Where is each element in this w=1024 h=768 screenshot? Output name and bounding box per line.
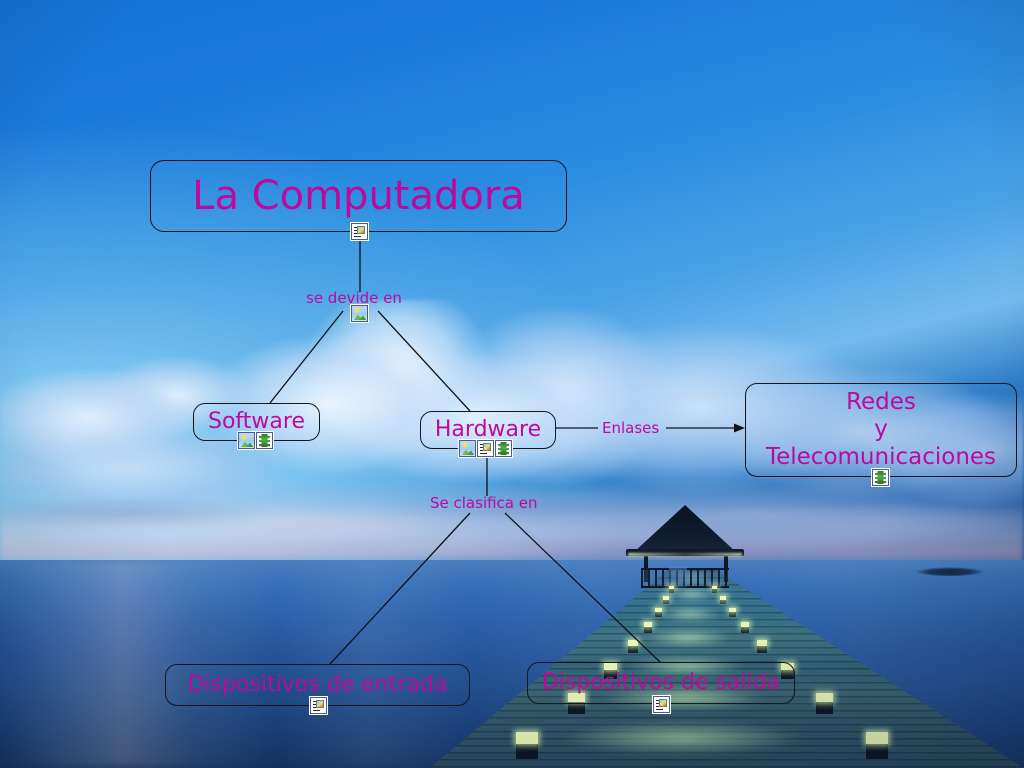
photo-icon[interactable] xyxy=(351,305,368,322)
resource-icons-la-computadora[interactable] xyxy=(351,223,368,240)
resource-icons-entrada[interactable] xyxy=(310,697,327,714)
film-icon[interactable] xyxy=(495,440,512,457)
node-redes-y-telecomunicaciones[interactable]: Redes y Telecomunicaciones xyxy=(745,383,1017,477)
film-icon[interactable] xyxy=(256,432,273,449)
background-gazebo-post-right xyxy=(724,552,728,582)
background-pier-entry xyxy=(669,566,687,588)
doc-icon[interactable] xyxy=(653,696,670,713)
node-la-computadora[interactable]: La Computadora xyxy=(150,160,567,232)
node-label: Dispositivos de entrada xyxy=(187,672,448,698)
background-lamp xyxy=(741,622,749,633)
background-lamp xyxy=(628,640,638,653)
node-label: Dispositivos de salida xyxy=(541,670,781,696)
resource-icons-hardware[interactable] xyxy=(459,440,512,457)
background-gazebo-eave xyxy=(626,549,744,556)
link-label-se-clasifica-en[interactable]: Se clasifica en xyxy=(430,494,538,512)
arrowhead-enlases xyxy=(734,423,745,433)
photo-icon[interactable] xyxy=(459,440,476,457)
node-label: Hardware xyxy=(434,417,542,443)
link-label-enlases[interactable]: Enlases xyxy=(602,419,660,437)
background-lamp xyxy=(644,622,652,633)
photo-icon[interactable] xyxy=(238,432,255,449)
link-clasifica-to-entrada xyxy=(329,512,471,665)
doc-icon[interactable] xyxy=(351,223,368,240)
background-lamp xyxy=(720,596,726,604)
background-lamp xyxy=(516,732,538,759)
background-lamp xyxy=(604,663,617,679)
link-clasifica-to-salida xyxy=(504,512,661,663)
background-lamp xyxy=(712,586,717,593)
node-label: La Computadora xyxy=(192,172,525,219)
background-lamp xyxy=(669,586,674,593)
background-lamp xyxy=(866,732,888,759)
film-icon[interactable] xyxy=(872,469,889,486)
node-label: Software xyxy=(208,409,305,435)
resource-icons-software[interactable] xyxy=(238,432,273,449)
resource-icons-redes[interactable] xyxy=(872,469,889,486)
background-lamp xyxy=(816,693,833,714)
resource-icons-salida[interactable] xyxy=(653,696,670,713)
resource-icons-se-devide-en[interactable] xyxy=(351,305,368,322)
background-lamp xyxy=(655,608,662,617)
background-island xyxy=(915,566,985,576)
link-divide-to-software xyxy=(269,310,344,404)
background-lamp xyxy=(729,608,736,617)
link-label-se-devide-en[interactable]: se devide en xyxy=(306,289,402,307)
background-lamp xyxy=(663,596,669,604)
background-lamp xyxy=(757,640,767,653)
doc-icon[interactable] xyxy=(310,697,327,714)
background-gazebo-post-left xyxy=(644,552,648,582)
doc-icon[interactable] xyxy=(477,440,494,457)
link-divide-to-hardware xyxy=(377,310,471,412)
node-dispositivos-de-entrada[interactable]: Dispositivos de entrada xyxy=(165,664,470,706)
node-label: Redes y Telecomunicaciones xyxy=(765,389,997,470)
